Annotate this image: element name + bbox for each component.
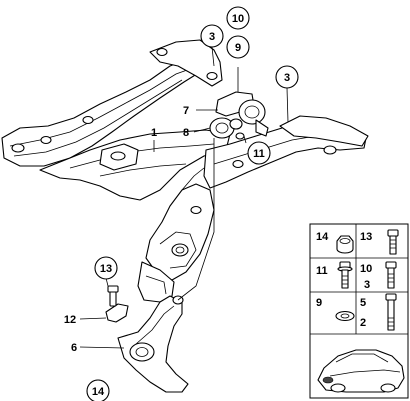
callout-3-right: 3	[275, 65, 299, 89]
control-arm	[117, 295, 189, 393]
callout-8: 8	[183, 127, 189, 139]
axle-carrier-subframe	[1, 39, 369, 303]
svg-text:3: 3	[209, 31, 215, 43]
svg-text:1: 1	[151, 127, 157, 139]
callout-12: 12	[64, 314, 76, 326]
svg-text:14: 14	[92, 386, 105, 398]
callout-3-top: 3	[200, 24, 224, 48]
legend-label-11: 11	[316, 265, 328, 277]
sensor	[105, 303, 129, 323]
callout-13: 13	[94, 256, 118, 280]
nut-icon	[336, 235, 354, 254]
callout-9: 9	[226, 35, 250, 59]
legend-label-5: 5	[360, 297, 366, 309]
long-bolt-icon	[385, 293, 397, 331]
callout-6: 6	[71, 342, 77, 354]
svg-text:10: 10	[232, 13, 244, 25]
callout-1: 1	[151, 127, 157, 139]
svg-text:13: 13	[100, 263, 112, 275]
legend-label-9: 9	[316, 297, 322, 309]
callout-14: 14	[86, 379, 110, 401]
svg-text:11: 11	[253, 148, 265, 160]
svg-text:3: 3	[284, 72, 290, 84]
bolt-icon	[387, 229, 399, 255]
washer-icon	[335, 310, 355, 322]
bushing-bracket-assembly	[209, 91, 269, 140]
legend-label-2: 2	[360, 317, 366, 329]
svg-text:8: 8	[183, 127, 189, 139]
sensor-and-bolt	[105, 285, 129, 323]
legend-label-3: 3	[364, 279, 370, 291]
bushing-8	[209, 117, 235, 139]
legend-label-10: 10	[360, 263, 372, 275]
legend-label-14: 14	[316, 231, 329, 243]
callout-10: 10	[226, 6, 250, 30]
bushing-10	[238, 99, 266, 125]
svg-text:6: 6	[71, 342, 77, 354]
flange-bolt-icon	[337, 261, 353, 289]
legend-label-13: 13	[360, 231, 372, 243]
callout-11: 11	[247, 141, 271, 165]
svg-text:7: 7	[183, 105, 189, 117]
svg-text:9: 9	[235, 42, 241, 54]
hardware-legend: 14 13 11 10 3 9	[309, 223, 409, 399]
callout-7: 7	[183, 105, 189, 117]
car-silhouette-icon	[317, 349, 405, 393]
svg-text:12: 12	[64, 314, 76, 326]
bolt-icon-2	[385, 261, 397, 289]
